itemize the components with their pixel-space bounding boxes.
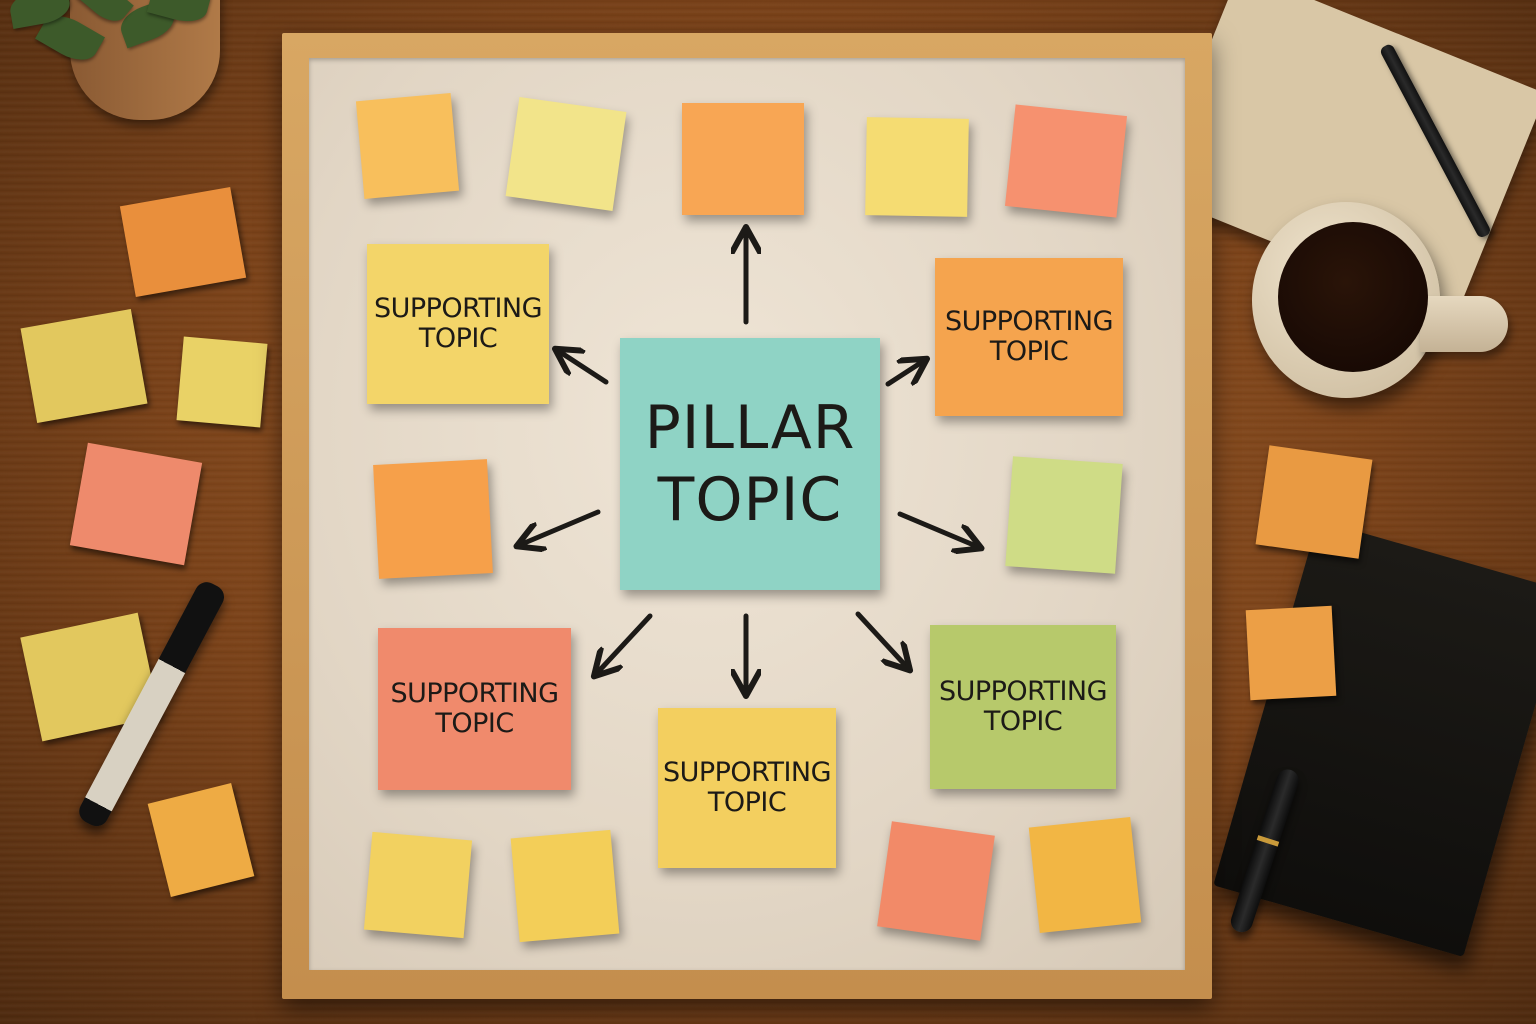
supporting-line2: TOPIC: [418, 323, 498, 354]
supporting-topic-lower-left[interactable]: SUPPORTING TOPIC: [378, 628, 571, 790]
supporting-topic-upper-left[interactable]: SUPPORTING TOPIC: [367, 244, 549, 404]
pillar-topic-note[interactable]: PILLAR TOPIC: [620, 338, 880, 590]
supporting-topic-label: SUPPORTING TOPIC: [378, 677, 571, 739]
mug-handle: [1420, 296, 1508, 352]
supporting-line1: SUPPORTING: [944, 305, 1114, 337]
arrow-left: [522, 509, 601, 544]
supporting-line2: TOPIC: [435, 708, 514, 739]
supporting-topic-bottom-center[interactable]: SUPPORTING TOPIC: [658, 708, 836, 868]
supporting-topic-label: SUPPORTING TOPIC: [658, 756, 836, 818]
board-sticky-note: [682, 103, 804, 215]
supporting-line2: TOPIC: [983, 706, 1063, 737]
arrow-upper-right: [885, 362, 922, 387]
arrow-lower-left: [598, 613, 653, 672]
supporting-line1: SUPPORTING: [373, 292, 543, 324]
supporting-line2: TOPIC: [707, 787, 787, 818]
arrow-upper-left: [560, 352, 609, 385]
arrow-right: [897, 511, 976, 546]
supporting-topic-label: SUPPORTING TOPIC: [367, 292, 549, 354]
supporting-line1: SUPPORTING: [938, 675, 1108, 707]
supporting-topic-lower-right[interactable]: SUPPORTING TOPIC: [930, 625, 1116, 789]
pillar-line1: PILLAR: [644, 393, 856, 463]
arrow-lower-right: [855, 611, 906, 666]
supporting-topic-label: SUPPORTING TOPIC: [930, 675, 1116, 737]
supporting-topic-upper-right[interactable]: SUPPORTING TOPIC: [935, 258, 1123, 416]
pillar-line2: TOPIC: [657, 465, 843, 535]
coffee: [1278, 222, 1428, 372]
supporting-line2: TOPIC: [989, 336, 1069, 367]
supporting-line1: SUPPORTING: [662, 756, 832, 788]
pillar-topic-label: PILLAR TOPIC: [620, 392, 880, 536]
supporting-topic-label: SUPPORTING TOPIC: [935, 305, 1123, 367]
supporting-line1: SUPPORTING: [390, 677, 559, 709]
